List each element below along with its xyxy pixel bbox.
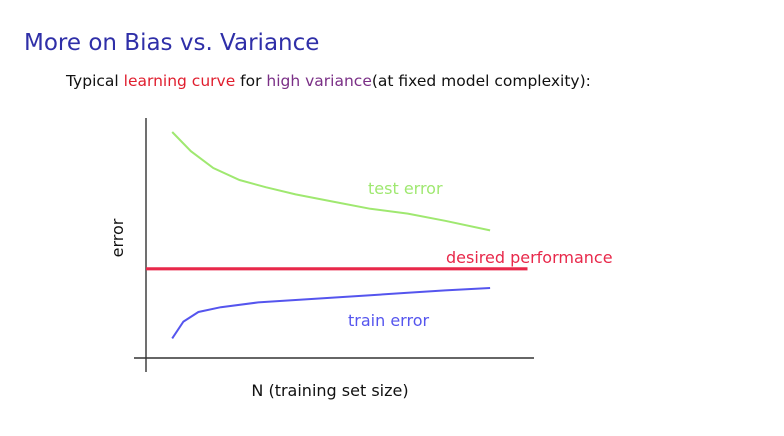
subtitle-text-2: for: [235, 72, 267, 90]
slide-subtitle: Typical learning curve for high variance…: [66, 72, 591, 90]
slide-title: More on Bias vs. Variance: [24, 30, 320, 56]
test-error-curve: [171, 131, 491, 232]
subtitle-text-3: (at fixed model complexity):: [371, 72, 591, 90]
test-error-label: test error: [368, 179, 443, 198]
subtitle-highlight-high-variance: high variance: [266, 72, 372, 90]
x-axis-label: N (training set size): [251, 381, 408, 400]
train-error-label: train error: [348, 311, 429, 330]
desired-performance-label: desired performance: [446, 248, 613, 267]
subtitle-text-1: Typical: [66, 72, 124, 90]
train-error-curve: [171, 287, 491, 339]
subtitle-highlight-learning-curve: learning curve: [123, 72, 236, 90]
y-axis-label: error: [108, 218, 127, 257]
